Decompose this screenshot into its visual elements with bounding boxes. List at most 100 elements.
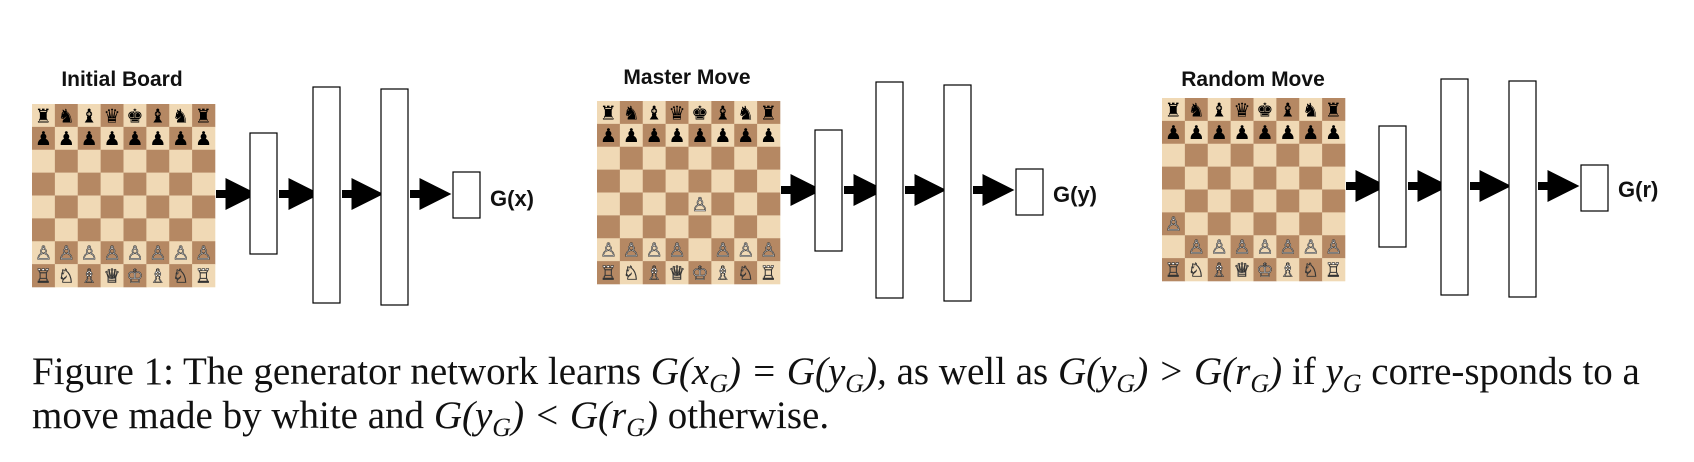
white-queen-icon: ♕	[669, 262, 686, 284]
board-square	[146, 218, 170, 242]
board-square	[619, 238, 644, 262]
board-square	[597, 238, 621, 262]
black-rook-icon: ♜	[35, 105, 52, 127]
board-square	[146, 241, 170, 265]
board-square	[711, 261, 735, 285]
board-square	[54, 264, 79, 288]
figure-caption: Figure 1: The generator network learns G…	[32, 350, 1672, 441]
board-square	[597, 215, 621, 239]
white-bishop-icon: ♗	[646, 262, 663, 284]
white-rook-icon: ♖	[195, 265, 212, 287]
board-square	[1162, 258, 1186, 282]
board-square	[1299, 166, 1323, 190]
board-square	[1207, 189, 1231, 213]
board-square	[123, 149, 147, 173]
board-square	[665, 192, 689, 216]
caption-text: if	[1282, 350, 1326, 393]
output-node	[452, 171, 481, 219]
board-square	[1276, 235, 1300, 259]
white-pawn-icon: ♙	[760, 240, 777, 262]
board-square	[1253, 189, 1277, 213]
white-pawn-icon: ♙	[58, 243, 75, 265]
board-square	[757, 101, 781, 125]
black-bishop-icon: ♝	[1211, 99, 1228, 121]
board-square	[665, 123, 689, 148]
board-square	[1184, 235, 1209, 259]
board-square	[688, 146, 712, 170]
black-bishop-icon: ♝	[714, 102, 731, 124]
board-square	[32, 172, 56, 196]
board-square	[1162, 166, 1186, 190]
board-square	[192, 149, 216, 173]
white-rook-icon: ♖	[35, 265, 52, 287]
layer-block	[1440, 78, 1469, 296]
board-square	[1322, 143, 1346, 167]
board-square	[734, 123, 758, 148]
board-square	[123, 172, 147, 196]
white-pawn-icon: ♙	[1279, 237, 1296, 259]
white-king-icon: ♔	[126, 265, 143, 287]
black-queen-icon: ♛	[669, 102, 686, 124]
output-label-gy: G(y)	[1053, 182, 1097, 207]
board-square	[1162, 212, 1186, 236]
board-square	[688, 238, 712, 262]
board-square	[123, 104, 147, 128]
board-square	[100, 195, 124, 219]
board-square	[619, 123, 644, 148]
white-king-icon: ♔	[691, 262, 708, 284]
board-square	[1276, 212, 1300, 236]
board-square	[665, 261, 689, 285]
board-square	[146, 149, 170, 173]
board-square	[688, 215, 712, 239]
black-pawn-icon: ♟	[737, 125, 754, 147]
caption-text: otherwise.	[657, 394, 830, 437]
chessboard-master: ♜♞♝♛♚♝♞♜♟♟♟♟♟♟♟♟♙♙♙♙♙♙♙♙♖♘♗♕♔♗♘♖	[597, 101, 781, 285]
board-square	[146, 126, 170, 151]
white-pawn-icon: ♙	[600, 240, 617, 262]
board-square	[146, 172, 170, 196]
black-pawn-icon: ♟	[600, 125, 617, 147]
board-square	[757, 123, 781, 148]
board-square	[1230, 189, 1254, 213]
board-square	[711, 192, 735, 216]
black-king-icon: ♚	[691, 102, 708, 124]
black-pawn-icon: ♟	[1279, 122, 1296, 144]
white-knight-icon: ♘	[172, 265, 189, 287]
board-square	[1184, 258, 1209, 282]
board-square	[54, 104, 79, 128]
board-square	[734, 238, 758, 262]
board-square	[619, 146, 644, 170]
board-square	[1253, 98, 1277, 122]
black-pawn-icon: ♟	[1325, 122, 1342, 144]
board-square	[54, 126, 79, 151]
black-pawn-icon: ♟	[1188, 122, 1205, 144]
black-knight-icon: ♞	[737, 102, 754, 124]
white-pawn-icon: ♙	[1211, 237, 1228, 259]
board-square	[619, 261, 644, 285]
black-pawn-icon: ♟	[1234, 122, 1251, 144]
board-square	[54, 218, 79, 242]
white-pawn-icon: ♙	[691, 194, 708, 216]
board-square	[597, 123, 621, 148]
board-square	[77, 149, 101, 173]
board-square	[1184, 189, 1209, 213]
caption-text: corre-sponds to a move made by white and	[32, 350, 1640, 437]
black-pawn-icon: ♟	[172, 128, 189, 150]
board-square	[1253, 143, 1277, 167]
caption-eq1: G(xG) = G(yG),	[650, 350, 887, 398]
white-pawn-icon: ♙	[714, 240, 731, 262]
caption-text: as well as	[886, 350, 1058, 393]
black-knight-icon: ♞	[1302, 99, 1319, 121]
black-pawn-icon: ♟	[104, 128, 121, 150]
network-diagram: Initial Board ♜♞♝♛♚♝♞♜♟♟♟♟♟♟♟♟♙♙♙♙♙♙♙♙♖♘…	[32, 66, 1658, 306]
white-pawn-icon: ♙	[1325, 237, 1342, 259]
white-king-icon: ♔	[1256, 259, 1273, 281]
white-pawn-icon: ♙	[35, 243, 52, 265]
board-square	[1276, 143, 1300, 167]
board-square	[1276, 98, 1300, 122]
black-pawn-icon: ♟	[81, 128, 98, 150]
board-square	[1253, 258, 1277, 282]
white-pawn-icon: ♙	[104, 243, 121, 265]
board-square	[1162, 120, 1186, 145]
board-square	[642, 261, 666, 285]
